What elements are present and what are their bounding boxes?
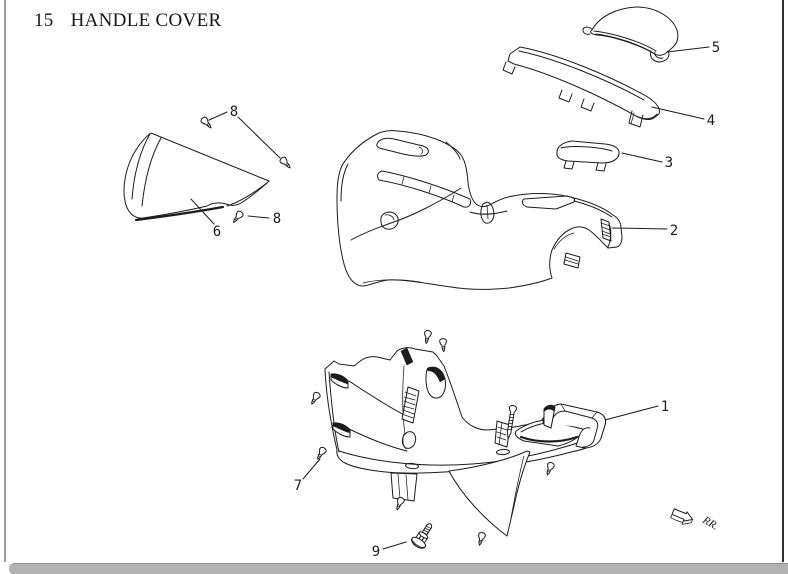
screw-7-b xyxy=(438,337,448,353)
callout-4-leader xyxy=(651,106,705,120)
rear-direction-label: RR. xyxy=(700,514,721,533)
bolt-9 xyxy=(409,519,438,552)
section-number: 15 xyxy=(34,10,54,31)
part-1-boss xyxy=(494,420,511,448)
part-4-meter-panel xyxy=(502,46,660,128)
leader-lines xyxy=(190,46,710,550)
part-3-cover-lid xyxy=(556,140,620,172)
rear-direction-marker: RR. xyxy=(670,508,721,533)
screw-8-c xyxy=(230,209,245,225)
screw-7-f xyxy=(475,531,487,547)
callout-6-leader xyxy=(190,198,215,225)
callout-8a-leader-1 xyxy=(208,111,228,121)
part-1-tray xyxy=(514,403,607,449)
callout-8a: 8 xyxy=(230,104,238,120)
page-edge-left xyxy=(4,0,6,562)
callout-3: 3 xyxy=(665,155,673,171)
part-1-pocket xyxy=(425,366,446,399)
screw-7-c xyxy=(308,390,322,407)
page-bottom-strip xyxy=(9,563,788,574)
callout-4: 4 xyxy=(707,113,715,129)
callout-7: 7 xyxy=(294,478,302,494)
callout-9: 9 xyxy=(372,544,380,560)
callout-5-leader xyxy=(666,46,710,53)
callout-1-leader xyxy=(604,405,659,421)
rear-arrow-icon xyxy=(670,508,694,525)
screw-8-b xyxy=(278,155,294,171)
section-title-row: 15 HANDLE COVER xyxy=(34,10,221,32)
callout-6: 6 xyxy=(213,224,221,240)
screw-7-g xyxy=(543,461,556,477)
callout-3-leader xyxy=(621,152,663,163)
section-title: HANDLE COVER xyxy=(70,10,222,31)
callout-7-leader xyxy=(302,458,321,480)
callout-8b: 8 xyxy=(273,211,281,227)
callout-1: 1 xyxy=(661,399,669,415)
callout-labels: 1 2 3 4 5 6 7 8 8 9 xyxy=(213,40,720,560)
part-1-rear-handle-cover xyxy=(324,347,607,537)
part-2-front-handle-cover xyxy=(336,130,623,290)
callout-8b-leader xyxy=(247,215,270,219)
callout-9-leader xyxy=(382,541,407,550)
part-2-hatch-window xyxy=(600,218,612,242)
callout-2: 2 xyxy=(670,223,678,239)
callout-8a-leader-2 xyxy=(237,116,281,159)
part-1-hatched-ridge xyxy=(401,386,420,424)
part-1-lower-flap xyxy=(448,450,531,537)
callout-5: 5 xyxy=(712,40,720,56)
part-2-outline xyxy=(336,130,623,290)
part-5-meter-visor xyxy=(582,6,679,63)
screw-7-d xyxy=(314,445,328,462)
part-6-windshield xyxy=(123,132,270,222)
screw-8-a xyxy=(199,115,215,131)
part-2-hatch-sliver xyxy=(563,252,581,269)
page-edge-right xyxy=(782,0,784,562)
part-2-channel xyxy=(377,170,472,208)
part-1-left-skirt xyxy=(390,472,418,502)
callout-2-leader xyxy=(611,227,668,230)
part-6-outline xyxy=(123,132,270,219)
screw-7-a xyxy=(422,329,433,345)
